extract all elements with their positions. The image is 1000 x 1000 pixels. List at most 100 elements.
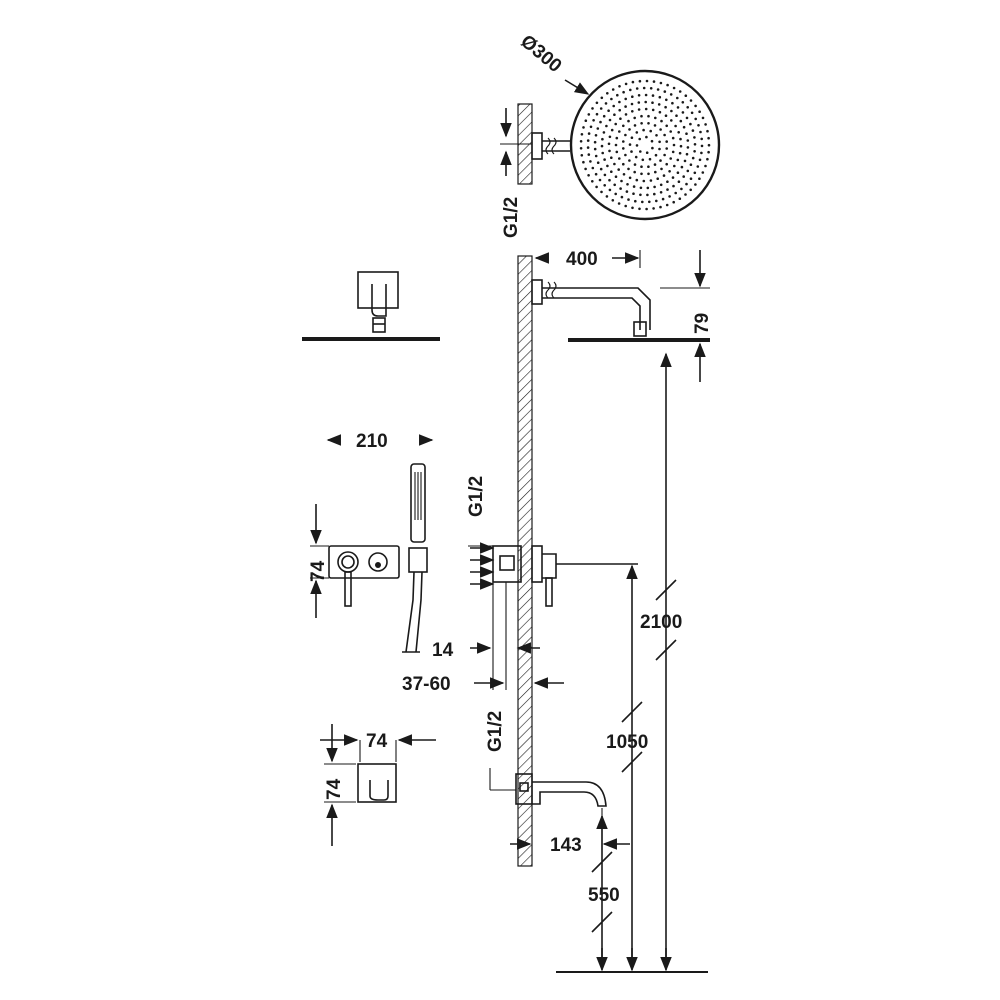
wall-offset-label: 14 xyxy=(432,640,454,661)
nozzle-dot xyxy=(638,79,642,83)
nozzle-dot xyxy=(610,128,614,132)
nozzle-dot xyxy=(679,137,682,141)
nozzle-dot xyxy=(618,130,621,133)
nozzle-dot xyxy=(686,139,690,142)
spout-body xyxy=(532,781,607,807)
nozzle-dot xyxy=(669,93,673,96)
nozzle-dot xyxy=(669,157,672,160)
concealed-valve-section: G1/2 14 37-60 xyxy=(402,476,638,695)
spout-plate-height-label: 74 xyxy=(324,778,345,800)
nozzle-dot xyxy=(654,170,657,174)
nozzle-dot xyxy=(616,93,619,97)
nozzle-dot xyxy=(642,128,645,132)
nozzle-dot xyxy=(622,124,625,128)
nozzle-dot xyxy=(707,136,710,140)
nozzle-dot xyxy=(638,137,641,141)
nozzle-dot xyxy=(599,107,603,110)
nozzle-dot xyxy=(655,134,658,137)
nozzle-dot xyxy=(689,177,693,180)
nozzle-dot xyxy=(678,197,682,200)
wall-flange-top xyxy=(531,132,543,160)
nozzle-dot xyxy=(700,151,703,155)
nozzle-dot xyxy=(658,95,662,99)
nozzle-dot xyxy=(677,180,681,183)
nozzle-dot xyxy=(694,117,697,121)
nozzle-dot xyxy=(628,176,632,180)
nozzle-dot xyxy=(683,159,687,163)
nozzle-dot xyxy=(659,81,663,85)
nozzle-dot xyxy=(635,131,639,134)
nozzle-dot xyxy=(691,129,695,132)
nozzle-dot xyxy=(631,110,634,113)
nozzle-dot xyxy=(685,152,689,156)
nozzle-dot xyxy=(595,112,599,116)
plate-height-label: 74 xyxy=(308,560,329,582)
nozzle-dot xyxy=(645,79,649,83)
nozzle-dot xyxy=(646,186,650,190)
nozzle-dot xyxy=(632,185,636,188)
nozzle-dot xyxy=(587,153,591,156)
nozzle-dot xyxy=(666,83,669,87)
nozzle-dot xyxy=(608,188,612,192)
nozzle-dot xyxy=(649,87,653,90)
thread-head-label: G1/2 xyxy=(501,197,522,238)
arm-drop-label: 79 xyxy=(692,313,713,334)
nozzle-dot xyxy=(689,122,692,126)
nozzle-dot xyxy=(601,137,604,141)
nozzle-dot xyxy=(624,113,628,116)
nozzle-dot xyxy=(658,147,661,151)
nozzle-dot xyxy=(611,199,615,202)
nozzle-dot xyxy=(593,147,597,151)
nozzle-dot xyxy=(678,90,682,93)
nozzle-dot xyxy=(694,104,697,108)
nozzle-dot xyxy=(682,175,685,178)
nozzle-dot xyxy=(613,113,616,116)
nozzle-dot xyxy=(679,119,683,123)
valve-lever xyxy=(545,577,553,607)
nozzle-dot xyxy=(663,90,667,93)
nozzle-dot xyxy=(622,147,625,150)
nozzle-dot xyxy=(633,124,637,127)
shower-arm: 400 79 xyxy=(531,249,713,382)
nozzle-dot xyxy=(657,103,661,106)
nozzle-dot xyxy=(647,122,650,125)
diverter-knob xyxy=(368,552,388,572)
nozzle-dot xyxy=(704,164,707,168)
nozzle-dot xyxy=(664,114,668,117)
thread-valve-label: G1/2 xyxy=(466,476,487,517)
nozzle-dot xyxy=(635,178,639,182)
nozzle-dot xyxy=(628,128,631,131)
nozzle-dot xyxy=(677,131,680,134)
nozzle-dot xyxy=(644,107,648,111)
plate-width-label: 210 xyxy=(356,431,388,452)
nozzle-dot xyxy=(644,93,648,97)
nozzle-dot xyxy=(620,195,624,199)
nozzle-dot xyxy=(632,192,635,195)
hand-shower xyxy=(402,463,428,653)
nozzle-dot xyxy=(665,140,668,143)
thread-spout-label: G1/2 xyxy=(485,711,506,752)
nozzle-dot xyxy=(607,109,610,112)
nozzle-dot xyxy=(666,180,669,183)
nozzle-dot xyxy=(668,170,671,173)
nozzle-dot xyxy=(676,96,679,100)
nozzle-dot xyxy=(633,170,636,174)
nozzle-dot xyxy=(689,99,693,102)
nozzle-dot xyxy=(606,92,609,95)
nozzle-dot xyxy=(678,151,682,155)
nozzle-dot xyxy=(666,188,669,191)
nozzle-dot xyxy=(638,207,641,211)
nozzle-dot xyxy=(656,88,660,91)
nozzle-dot xyxy=(659,183,663,187)
nozzle-dot xyxy=(635,144,639,147)
nozzle-dot xyxy=(613,162,616,166)
nozzle-dot xyxy=(622,90,625,94)
round-shower-head xyxy=(569,69,721,221)
nozzle-dot xyxy=(706,157,709,161)
nozzle-dot xyxy=(658,110,662,114)
nozzle-dot xyxy=(698,177,701,180)
nozzle-dot xyxy=(608,149,611,153)
nozzle-dot xyxy=(642,179,646,183)
nozzle-dot xyxy=(672,200,675,204)
nozzle-dot xyxy=(630,150,633,153)
